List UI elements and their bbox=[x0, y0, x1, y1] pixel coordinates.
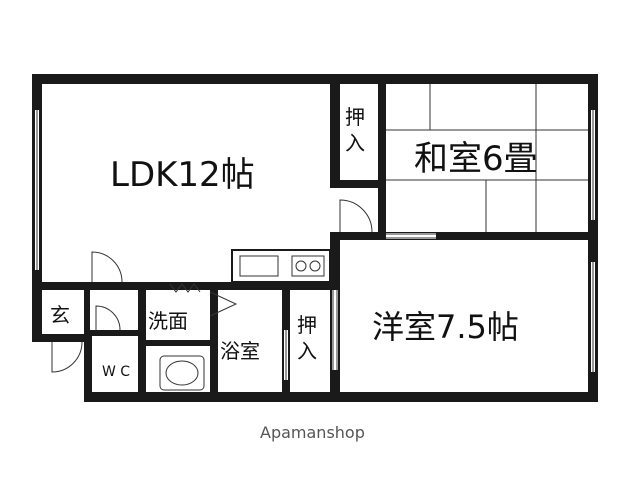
ldk-label: LDK12帖 bbox=[110, 155, 255, 195]
interior-walls bbox=[42, 84, 598, 402]
oshiire-top-label-2: 入 bbox=[345, 131, 365, 155]
oshiire-top-label-1: 押 bbox=[345, 105, 365, 129]
wc-top-wall bbox=[92, 330, 146, 336]
senmen-left-wall bbox=[138, 290, 146, 402]
kitchen-counter bbox=[231, 249, 331, 283]
genkan-bottom-wall bbox=[32, 334, 92, 342]
youshitsu-label: 洋室7.5帖 bbox=[372, 308, 519, 346]
washitsu-left-wall-lower bbox=[378, 188, 386, 232]
fixtures bbox=[159, 283, 205, 391]
zigzag-vent-icon bbox=[169, 283, 201, 293]
closet-upper-bottom-wall bbox=[330, 180, 382, 188]
wc-left-wall bbox=[84, 330, 92, 402]
tatami-pattern bbox=[386, 84, 588, 232]
closet-upper-right-wall bbox=[378, 84, 386, 188]
genkan-right-wall bbox=[84, 290, 90, 336]
wash-basin-bowl-icon bbox=[165, 360, 199, 386]
watermark-text: Apamanshop bbox=[260, 423, 365, 442]
closet-upper-left-wall bbox=[330, 84, 340, 188]
bottom-wall bbox=[84, 392, 598, 402]
windows bbox=[35, 110, 595, 372]
entrance-door-swing bbox=[51, 341, 83, 373]
burner-right-icon bbox=[309, 260, 321, 272]
washitsu-bottom-wall bbox=[330, 232, 598, 240]
oshiire-bottom-label-1: 押 bbox=[297, 313, 317, 337]
lower-rooms-top-wall bbox=[42, 282, 340, 290]
burner-left-icon bbox=[295, 260, 307, 272]
room-labels: LDK12帖 和室6畳 洋室7.5帖 押 入 押 入 玄 洗面 浴室 W C bbox=[50, 105, 538, 380]
ldk-to-hall-door-swing bbox=[339, 199, 373, 233]
yokushitsu-label: 浴室 bbox=[220, 339, 260, 363]
youshitsu-door-gap bbox=[332, 290, 338, 370]
senmen-label: 洗面 bbox=[148, 309, 188, 333]
top-wall bbox=[32, 74, 598, 84]
wc-label: W C bbox=[102, 364, 130, 380]
wash-basin-icon bbox=[159, 355, 205, 391]
washitsu-sliding-door-gap bbox=[386, 233, 436, 239]
stove-icon bbox=[291, 255, 325, 277]
left-wall-genkan bbox=[32, 290, 42, 342]
bath-left-wall bbox=[210, 282, 218, 402]
sliding-doors bbox=[284, 233, 436, 380]
bath-door-mark bbox=[209, 291, 238, 317]
genkan-label: 玄 bbox=[50, 303, 70, 327]
ldk-entry-door-swing bbox=[91, 251, 123, 283]
genkan-inner-door-swing bbox=[95, 305, 121, 331]
counter-outline bbox=[231, 249, 331, 283]
door-swings bbox=[51, 199, 373, 373]
sink-icon bbox=[239, 255, 279, 277]
senmen-divider bbox=[146, 340, 210, 346]
oshiire-bottom-label-2: 入 bbox=[297, 339, 317, 363]
washitsu-label: 和室6畳 bbox=[414, 139, 538, 179]
